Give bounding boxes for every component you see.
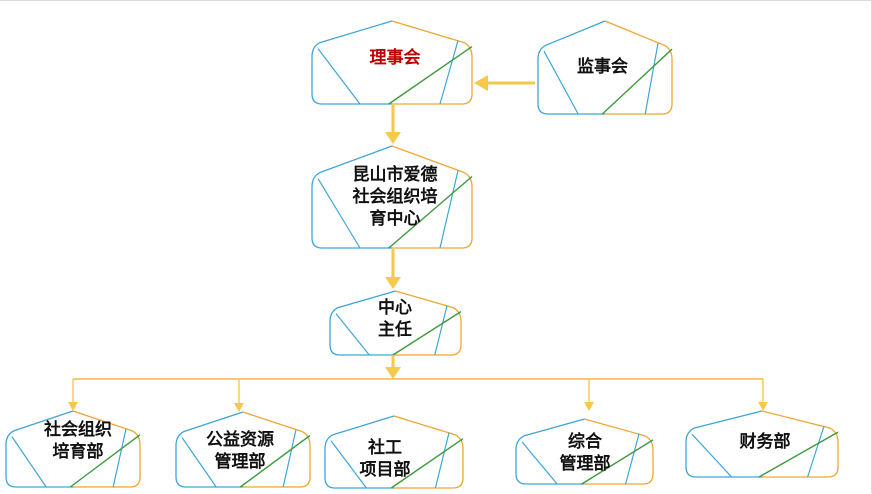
node-dept2-slash-right	[282, 429, 297, 488]
node-board-diagonal	[388, 46, 473, 105]
connector-supervisors-board-head	[474, 75, 488, 91]
connector-center-director-head	[385, 277, 401, 289]
node-center-outline-left	[311, 145, 393, 249]
connector-bus-dept2-head	[234, 403, 244, 412]
node-dept4-diagonal	[581, 439, 654, 485]
node-supervisors-outline-right	[604, 20, 673, 115]
node-dept1-slash-left	[11, 436, 47, 488]
node-director-slash-right	[434, 305, 448, 356]
node-dept4-outline-left	[515, 418, 585, 485]
node-dept3-outline-right	[393, 415, 464, 489]
node-dept2-slash-left	[181, 437, 217, 488]
node-dept4-slash-right	[625, 433, 640, 485]
node-center-diagonal	[388, 175, 473, 249]
node-dept1-outline-right	[72, 410, 141, 488]
node-dept2-diagonal	[239, 434, 311, 488]
node-director-outline-left	[329, 290, 396, 356]
node-supervisors-slash-left	[543, 50, 579, 115]
connector-bus-dept5-head	[758, 402, 768, 411]
connector-director-bus-head	[385, 367, 401, 379]
node-board-slash-right	[439, 40, 459, 105]
node-dept3-diagonal	[390, 438, 464, 489]
node-board-outline-left	[311, 20, 393, 105]
node-dept5-slash-left	[691, 433, 733, 478]
connector-bus-dept1-head	[68, 402, 78, 411]
node-dept3-slash-left	[330, 440, 367, 489]
node-supervisors-slash-right	[644, 43, 659, 115]
node-dept4-outline-right	[584, 418, 654, 485]
node-dept1-diagonal	[69, 434, 141, 488]
node-dept4-slash-left	[521, 441, 558, 485]
node-dept2-outline-left	[175, 411, 244, 488]
node-dept2-outline-right	[242, 411, 311, 488]
node-director-slash-left	[335, 313, 370, 356]
node-dept3-slash-right	[434, 432, 450, 489]
node-center-slash-left	[317, 178, 361, 249]
node-board-outline-right	[391, 20, 473, 105]
node-dept5-outline-left	[685, 410, 763, 478]
node-supervisors-outline-left	[537, 20, 606, 115]
node-director-diagonal	[392, 311, 462, 356]
node-center-slash-right	[439, 170, 459, 249]
node-supervisors-diagonal	[601, 48, 673, 115]
node-dept5-diagonal	[758, 431, 839, 478]
node-dept1-slash-right	[112, 428, 127, 488]
node-center-outline-right	[391, 145, 473, 249]
node-dept5-outline-right	[761, 410, 839, 478]
connector-board-center-head	[385, 132, 401, 144]
node-director-outline-right	[395, 290, 462, 356]
node-dept5-slash-right	[807, 425, 825, 478]
node-board-slash-left	[317, 48, 361, 105]
node-dept3-outline-left	[324, 415, 395, 489]
node-dept1-outline-left	[5, 410, 74, 488]
connector-bus-dept4-head	[584, 402, 594, 411]
